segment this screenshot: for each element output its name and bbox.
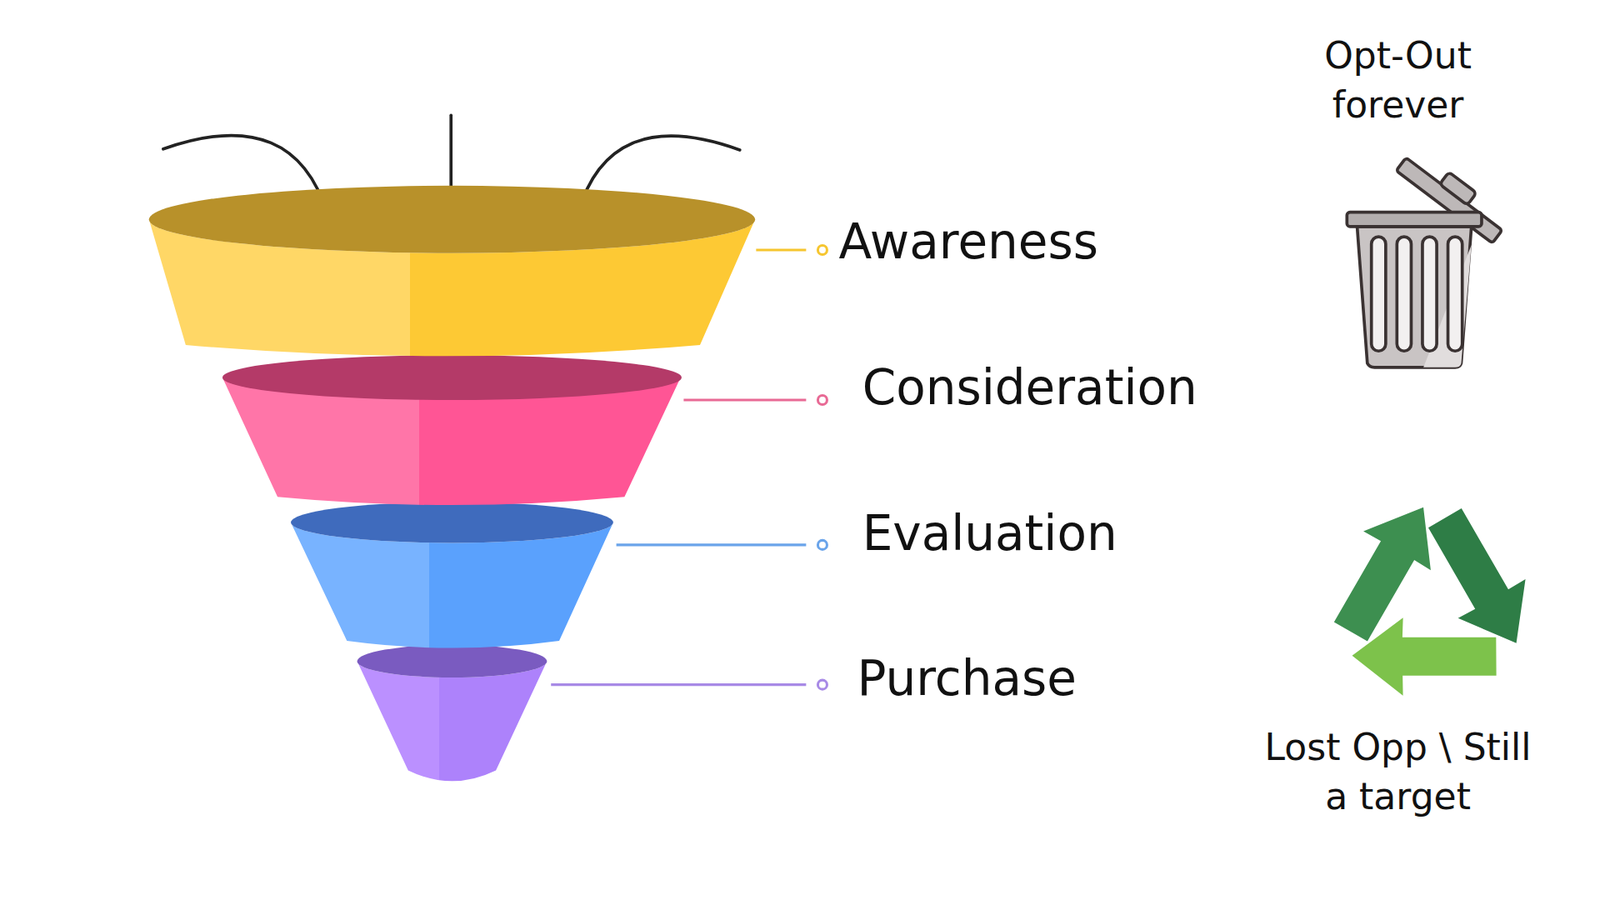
stage-label: Purchase — [857, 650, 1077, 707]
consideration-band — [222, 355, 682, 505]
awareness-band — [149, 185, 755, 356]
icon-caption: Lost Opp \ Still a target — [1265, 722, 1532, 822]
funnel-stage: Purchase — [857, 650, 1077, 707]
funnel-stage: Evaluation — [862, 505, 1118, 562]
evaluation-band — [290, 501, 614, 648]
funnel-stage: Awareness — [839, 214, 1099, 270]
stage-label: Awareness — [839, 214, 1099, 270]
recycle-icon — [1301, 499, 1525, 731]
leader-lines — [550, 245, 827, 690]
trash-can-icon — [1346, 145, 1511, 367]
funnel-stage: Consideration — [862, 360, 1198, 416]
stage-label: Consideration — [862, 360, 1198, 416]
purchase-band — [357, 645, 548, 781]
icon-caption: Opt-Out forever — [1290, 30, 1507, 130]
stage-label: Evaluation — [862, 505, 1118, 562]
